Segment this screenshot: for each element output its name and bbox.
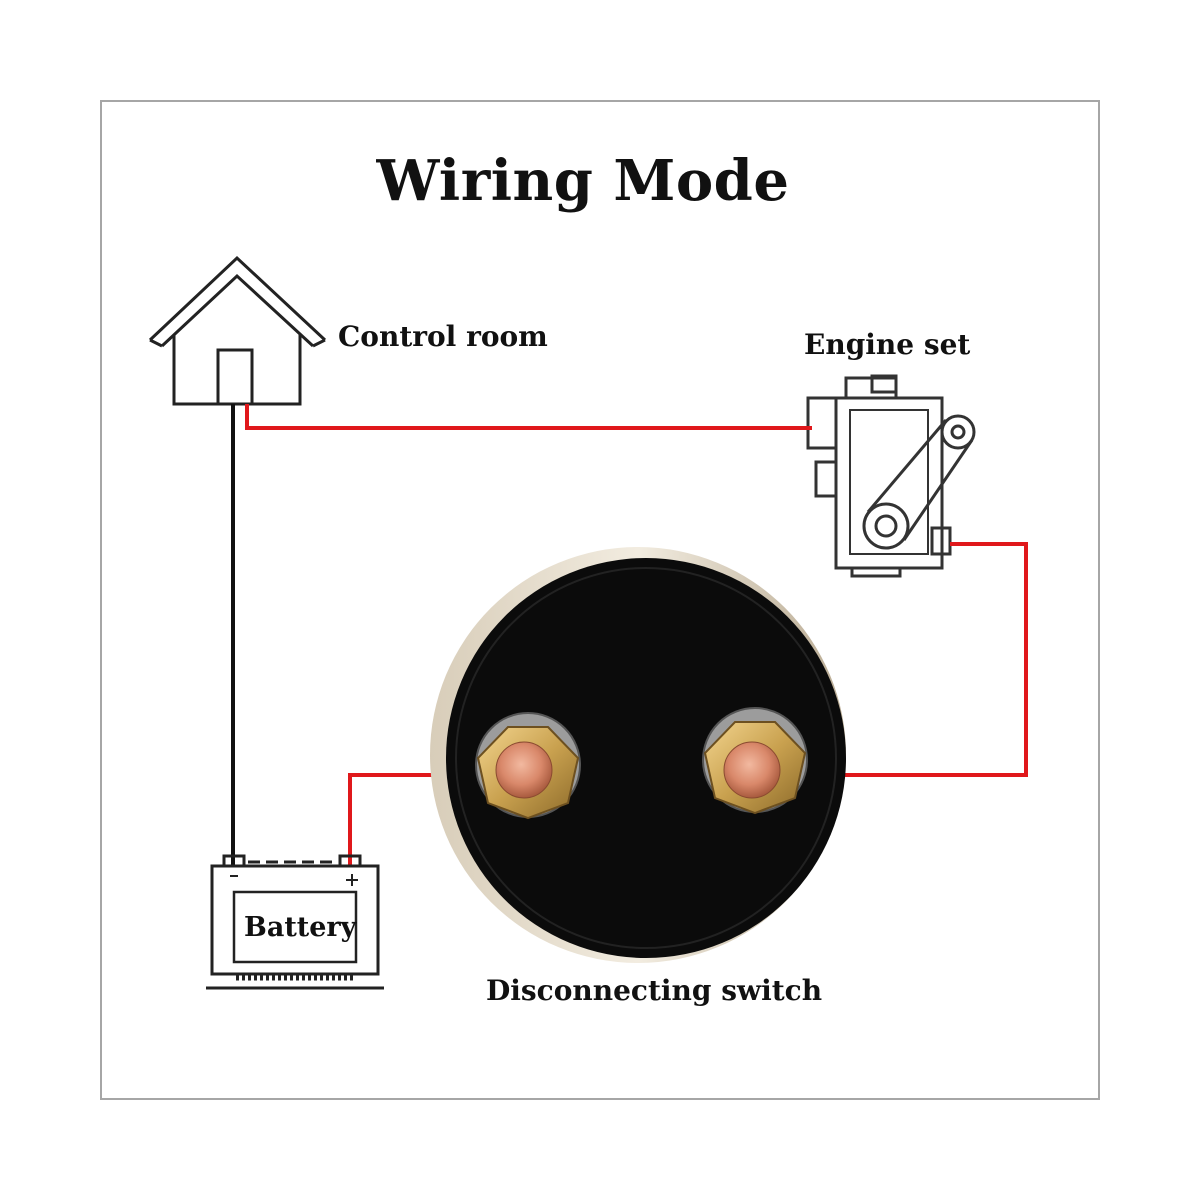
switch-terminal-left xyxy=(475,712,581,820)
control-room-label: Control room xyxy=(338,320,548,353)
engine-set-label: Engine set xyxy=(804,328,971,361)
wire-engine-to-switch xyxy=(768,542,1028,777)
battery-label: Battery xyxy=(244,912,357,943)
switch-terminal-right xyxy=(702,707,808,815)
wire-control-to-engine xyxy=(245,404,812,430)
disconnecting-switch-label: Disconnecting switch xyxy=(486,974,823,1007)
house-icon xyxy=(148,255,327,406)
switch-icon xyxy=(430,547,846,963)
battery-icon xyxy=(206,854,384,990)
page-title: Wiring Mode xyxy=(376,148,790,214)
engine-icon xyxy=(806,374,976,578)
